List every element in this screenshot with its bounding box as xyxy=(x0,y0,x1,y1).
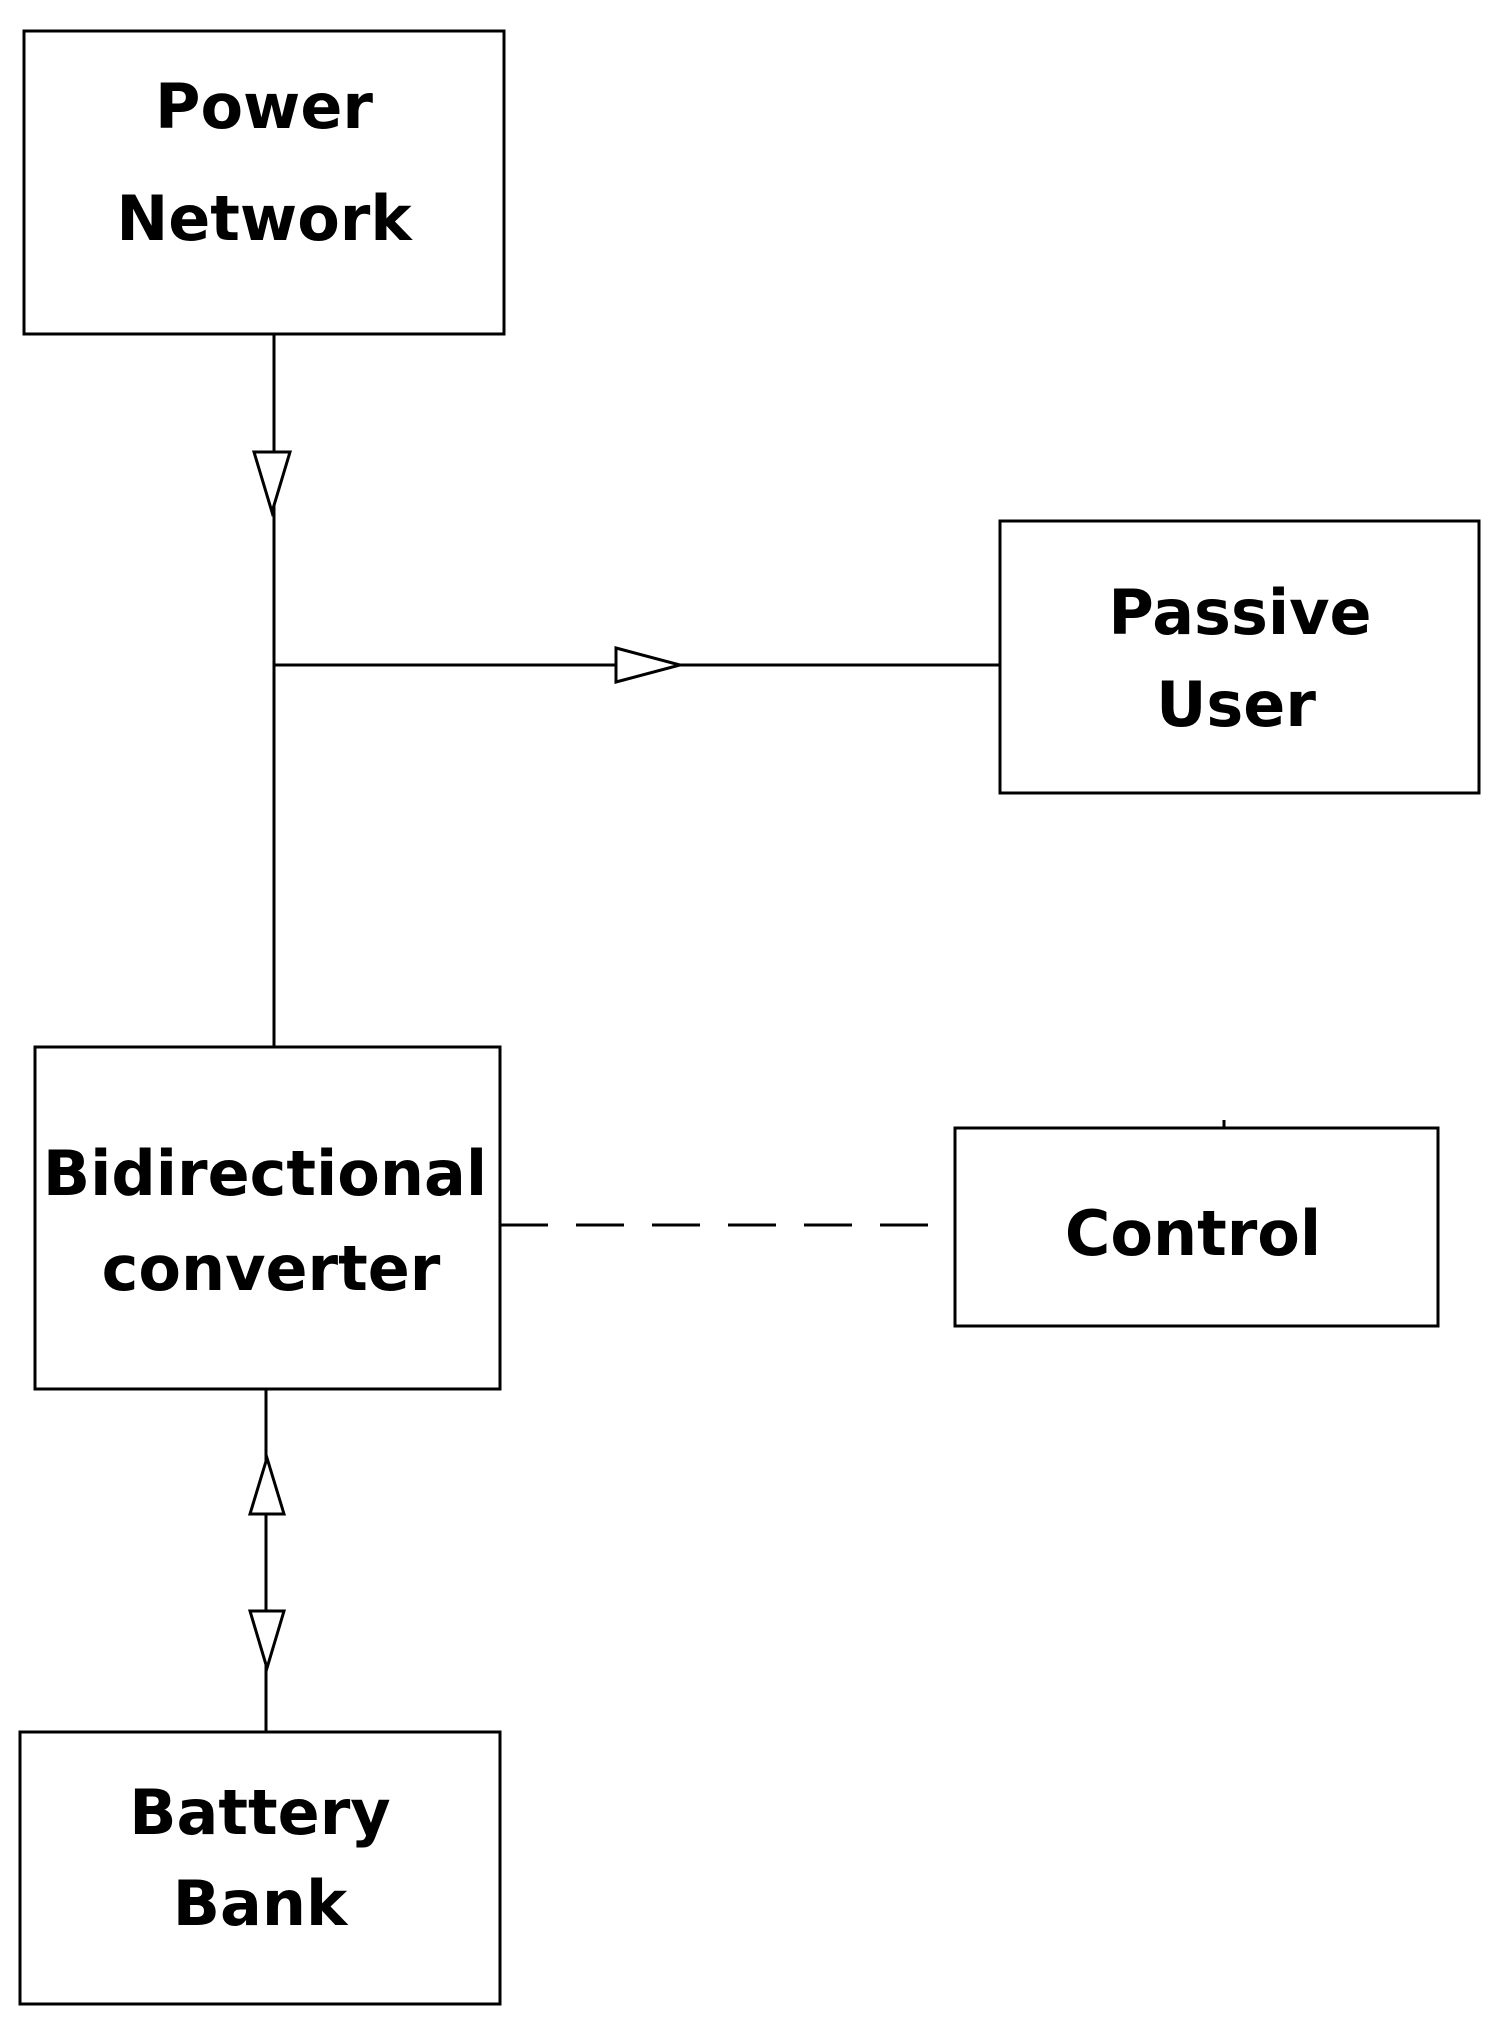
power-network-label-line1: Power xyxy=(155,70,373,143)
passive-user-label-line1: Passive xyxy=(1108,576,1371,649)
bidirectional-converter-node: Bidirectional converter xyxy=(33,1045,502,1391)
control-node: Control xyxy=(953,1126,1440,1328)
battery-bank-node: Battery Bank xyxy=(18,1730,502,2006)
arrow-up-to-converter xyxy=(247,1452,287,1516)
passive-user-box xyxy=(998,519,1481,795)
power-network-label-line2: Network xyxy=(116,182,413,255)
arrow-down-to-battery-bank xyxy=(247,1609,287,1674)
arrow-right-to-passive-user xyxy=(614,646,686,684)
passive-user-node: Passive User xyxy=(998,519,1481,795)
passive-user-label-line2: User xyxy=(1156,668,1316,741)
bidirectional-converter-label-line2: converter xyxy=(102,1232,441,1305)
power-network-node: Power Network xyxy=(22,29,506,336)
control-label: Control xyxy=(1065,1197,1321,1270)
bidirectional-converter-label-line1: Bidirectional xyxy=(43,1137,487,1210)
battery-bank-label-line2: Bank xyxy=(173,1867,349,1940)
bidirectional-converter-box xyxy=(33,1045,502,1391)
arrow-down-from-power-network xyxy=(251,450,293,518)
control-box xyxy=(953,1126,1440,1328)
power-network-box xyxy=(22,29,506,336)
battery-bank-box xyxy=(18,1730,502,2006)
battery-bank-label-line1: Battery xyxy=(129,1776,390,1849)
